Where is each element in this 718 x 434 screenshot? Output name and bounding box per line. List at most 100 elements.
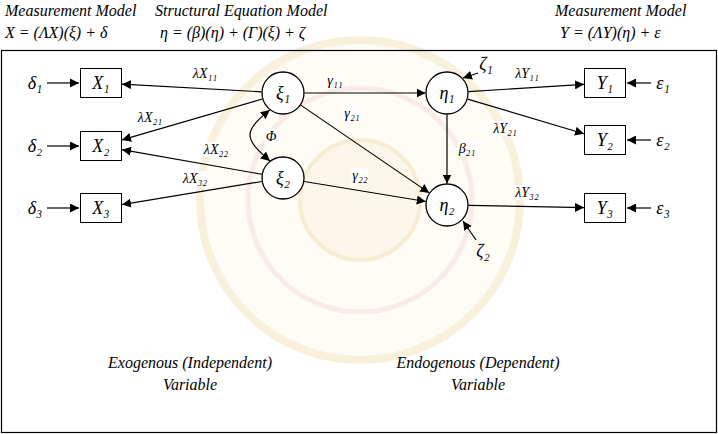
coefficient-label-holder: λX₂₂ bbox=[203, 140, 229, 158]
label-holder: ε₁ bbox=[656, 73, 669, 94]
variable-type-caption: Endogenous (Dependent) bbox=[396, 354, 559, 371]
error-arrow bbox=[47, 82, 79, 83]
label-holder: Endogenous (Dependent) bbox=[396, 354, 559, 372]
variable-type-caption: Exogenous (Independent) bbox=[108, 354, 272, 371]
coefficient-label-holder: λX₁₁ bbox=[192, 64, 218, 82]
observed-variable-box: Y₂ bbox=[584, 125, 626, 155]
error-arrow bbox=[627, 82, 651, 83]
label-holder: ζ₁ bbox=[479, 54, 493, 75]
label-holder: Structural Equation Model bbox=[155, 2, 327, 20]
error-arrow bbox=[47, 207, 79, 208]
path-coefficient: λX₂₂ bbox=[203, 142, 229, 157]
variable-name: X₂ bbox=[92, 136, 109, 157]
label-holder: Measurement Model bbox=[5, 2, 136, 20]
observed-variable-box: Y₃ bbox=[584, 193, 626, 223]
variable-name: X₁ bbox=[92, 73, 109, 94]
variable-name: X₃ bbox=[92, 198, 109, 219]
label-holder: Variable bbox=[163, 376, 217, 394]
path-coefficient: Φ bbox=[265, 129, 278, 144]
observed-variable-box: Y₁ bbox=[584, 68, 626, 98]
path-coefficient: λY₂₁ bbox=[492, 121, 518, 136]
disturbance-term: ζ₂ bbox=[476, 241, 490, 261]
error-arrow bbox=[627, 139, 651, 140]
disturbance-arrow bbox=[463, 73, 478, 78]
path-arrow bbox=[301, 105, 429, 193]
variable-name: Y₃ bbox=[597, 198, 613, 219]
label-holder: ε₂ bbox=[656, 130, 669, 151]
circle-shape bbox=[262, 157, 304, 199]
error-term: ε₃ bbox=[656, 198, 669, 218]
error-term: δ₁ bbox=[28, 73, 43, 93]
circle-shape bbox=[426, 72, 468, 114]
path-coefficient: λY₁₁ bbox=[514, 66, 540, 81]
observed-variable-box: X₂ bbox=[80, 131, 122, 161]
error-term: ε₂ bbox=[656, 130, 669, 150]
latent-variable-circle: ξ₂ bbox=[261, 156, 305, 200]
variable-name: Y₂ bbox=[597, 130, 613, 151]
path-coefficient: λX₁₁ bbox=[192, 66, 218, 81]
model-equation: Y = (ΛY)(η) + ε bbox=[560, 24, 661, 41]
variable-name: ξ₁ bbox=[276, 83, 290, 104]
label-holder: ε₃ bbox=[656, 198, 669, 219]
path-arrow bbox=[305, 92, 426, 93]
coefficient-label-holder: λY₂₁ bbox=[492, 119, 518, 137]
coefficient-label-holder: Φ bbox=[265, 127, 278, 145]
path-arrow bbox=[122, 84, 262, 92]
label-holder: Measurement Model bbox=[555, 2, 686, 20]
variable-name: η₂ bbox=[439, 195, 454, 216]
section-heading: Structural Equation Model bbox=[155, 2, 327, 19]
coefficient-label-holder: λY₁₁ bbox=[514, 64, 540, 82]
coefficient-label-holder: λX₂₁ bbox=[137, 108, 163, 126]
diagram-frame bbox=[2, 51, 717, 433]
variable-type-caption: Variable bbox=[163, 376, 217, 393]
disturbance-arrow bbox=[463, 221, 476, 240]
path-coefficient: λX₃₂ bbox=[182, 171, 208, 186]
label-holder: δ₃ bbox=[28, 198, 43, 219]
latent-variable-circle: ξ₁ bbox=[261, 71, 305, 115]
label-holder: δ₁ bbox=[28, 73, 43, 94]
label-holder: Exogenous (Independent) bbox=[108, 354, 272, 372]
error-arrow bbox=[47, 145, 79, 146]
path-arrow bbox=[122, 99, 262, 140]
error-arrows bbox=[47, 73, 651, 240]
error-term: δ₃ bbox=[28, 198, 43, 218]
circle-shape bbox=[426, 184, 468, 226]
model-equation: η = (β)(η) + (Γ)(ξ) + ζ bbox=[160, 24, 305, 41]
coefficient-label-holder: γ₂₂ bbox=[351, 166, 368, 184]
coefficient-label-holder: λY₃₂ bbox=[514, 183, 540, 201]
path-coefficient: γ₁₁ bbox=[326, 73, 343, 88]
observed-variable-box: X₃ bbox=[80, 193, 122, 223]
path-arrow bbox=[468, 205, 584, 207]
latent-variable-circle: η₁ bbox=[425, 71, 469, 115]
path-coefficient: λX₂₁ bbox=[137, 110, 163, 125]
circle-shape bbox=[262, 72, 304, 114]
path-coefficient: β₂₁ bbox=[458, 141, 477, 156]
error-arrow bbox=[627, 207, 651, 208]
path-coefficient: λY₃₂ bbox=[514, 185, 540, 200]
error-term: ε₁ bbox=[656, 73, 669, 93]
disturbance-term: ζ₁ bbox=[479, 54, 493, 74]
label-holder: δ₂ bbox=[28, 136, 43, 157]
label-holder: η = (β)(η) + (Γ)(ξ) + ζ bbox=[160, 24, 305, 42]
path-arrow bbox=[304, 181, 426, 201]
variable-name: Y₁ bbox=[597, 73, 613, 94]
path-coefficient: γ₂₂ bbox=[351, 168, 368, 183]
variable-type-caption: Variable bbox=[451, 376, 505, 393]
path-arrow bbox=[446, 115, 447, 184]
coefficient-label-holder: λX₃₂ bbox=[182, 169, 208, 187]
error-term: δ₂ bbox=[28, 136, 43, 156]
latent-variable-circle: η₂ bbox=[425, 183, 469, 227]
path-coefficient: γ₂₁ bbox=[343, 106, 360, 121]
watermark-seal bbox=[200, 40, 520, 360]
label-holder: Variable bbox=[451, 376, 505, 394]
observed-variable-box: X₁ bbox=[80, 68, 122, 98]
label-holder: X = (ΛX)(ξ) + δ bbox=[5, 24, 107, 42]
label-holder: Y = (ΛY)(η) + ε bbox=[560, 24, 661, 42]
path-arrow bbox=[468, 84, 584, 91]
variable-name: ξ₂ bbox=[276, 168, 290, 189]
coefficient-label-holder: β₂₁ bbox=[458, 139, 477, 157]
section-heading: Measurement Model bbox=[5, 2, 136, 19]
variable-name: η₁ bbox=[439, 83, 454, 104]
path-arrow bbox=[468, 99, 584, 134]
coefficient-label-holder: γ₂₁ bbox=[343, 104, 360, 122]
